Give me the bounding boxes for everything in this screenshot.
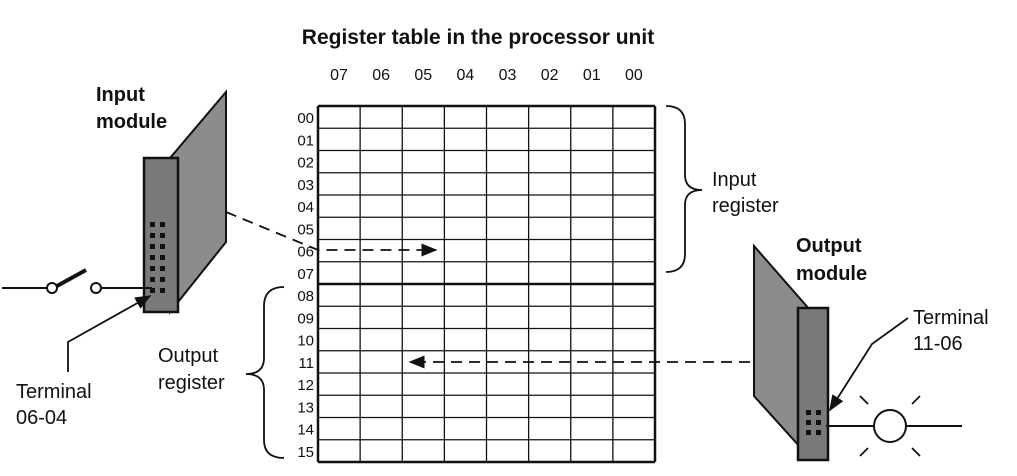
terminal-input-label-line2: 06-04: [16, 407, 67, 429]
row-label: 03: [297, 177, 314, 194]
row-label: 14: [297, 422, 314, 439]
input-register-brace: [665, 105, 703, 273]
terminal-dot: [150, 277, 155, 282]
output-module-label-line2: module: [796, 263, 867, 285]
row-label: 07: [297, 266, 314, 283]
row-labels: 00 01 02 03 04 05 06 07 08 09 10 11 12 13 14 15: [297, 110, 314, 461]
lamp-ray: [859, 447, 869, 457]
column-header: 05: [414, 67, 432, 84]
output-module-face: [796, 306, 830, 462]
column-header: 06: [372, 67, 390, 84]
input-module-label-line2: module: [96, 111, 167, 133]
terminal-dot: [150, 222, 155, 227]
column-header: 07: [330, 67, 348, 84]
input-terminal-dots: [150, 222, 165, 293]
lamp-ray: [911, 395, 921, 405]
terminal-dot: [816, 410, 821, 415]
row-label: 12: [297, 377, 314, 394]
terminal-dot: [150, 255, 155, 260]
row-label: 00: [297, 110, 314, 127]
terminal-input-label-line1: Terminal: [16, 381, 92, 403]
terminal-dot: [806, 410, 811, 415]
row-label: 08: [297, 288, 314, 305]
terminal-dot: [160, 222, 165, 227]
column-header: 01: [583, 67, 601, 84]
row-label: 11: [298, 355, 314, 372]
terminal-dot: [160, 266, 165, 271]
terminal-output-label-line2: 11-06: [913, 333, 963, 355]
row-label: 13: [297, 399, 314, 416]
output-module: [753, 243, 830, 462]
lamp-ray: [911, 447, 921, 457]
terminal-dot: [150, 266, 155, 271]
column-headers: 07 06 05 04 03 02 01 00: [330, 67, 643, 84]
row-label: 05: [297, 221, 314, 238]
row-label: 02: [297, 155, 314, 172]
row-label: 09: [297, 310, 314, 327]
terminal-dot: [160, 255, 165, 260]
terminal-dot: [150, 233, 155, 238]
column-header: 04: [457, 67, 475, 84]
switch-contact-left: [46, 282, 58, 294]
input-register-label-line1: Input: [712, 169, 757, 191]
terminal-dot: [806, 430, 811, 435]
input-dashed-link: [225, 211, 438, 257]
switch-blade: [56, 268, 87, 288]
register-grid: [316, 104, 657, 464]
terminal-dot: [150, 288, 155, 293]
input-switch: [2, 268, 152, 294]
lamp-bulb: [873, 409, 907, 443]
terminal-dot: [816, 420, 821, 425]
terminal-dot: [160, 233, 165, 238]
output-register-brace: [245, 286, 285, 459]
column-header: 02: [541, 67, 559, 84]
lamp-ray: [859, 395, 869, 405]
row-label: 10: [297, 333, 314, 350]
terminal-dot: [160, 277, 165, 282]
column-header: 00: [625, 67, 643, 84]
row-label: 06: [297, 244, 314, 261]
register-table-title: Register table in the processor unit: [302, 26, 654, 49]
terminal-output-label-line1: Terminal: [913, 307, 989, 329]
terminal-dot: [160, 244, 165, 249]
row-label: 15: [297, 444, 314, 461]
column-header: 03: [499, 67, 517, 84]
terminal-dot: [816, 430, 821, 435]
terminal-dot: [150, 244, 155, 249]
terminal-output-leader: [829, 317, 909, 412]
input-module-label-line1: Input: [96, 84, 145, 106]
terminal-input-leader: [67, 295, 152, 372]
row-label: 01: [297, 132, 314, 149]
output-register-label-line1: Output: [158, 345, 218, 367]
input-module: [142, 89, 227, 315]
input-register-label-line2: register: [712, 195, 779, 217]
terminal-dot: [160, 288, 165, 293]
row-label: 04: [297, 199, 314, 216]
terminal-dot: [806, 420, 811, 425]
output-lamp: [826, 395, 962, 457]
output-terminal-dots: [806, 410, 821, 435]
switch-contact-right: [90, 282, 102, 294]
output-module-label-line1: Output: [796, 235, 862, 257]
output-register-label-line2: register: [158, 372, 225, 394]
